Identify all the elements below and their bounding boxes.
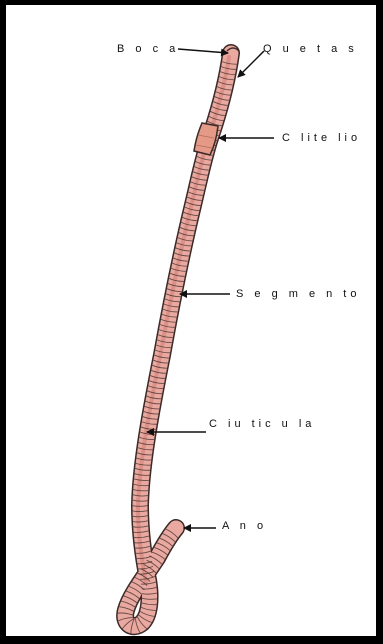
label-ano: A n o bbox=[222, 520, 267, 532]
body-segments bbox=[118, 62, 237, 634]
label-clitelio: C lite lio bbox=[282, 132, 361, 144]
label-segmento: S e g m e n to bbox=[236, 288, 360, 300]
earthworm-diagram bbox=[6, 5, 376, 636]
label-boca: B o c a bbox=[117, 43, 179, 55]
arrow-boca bbox=[178, 49, 228, 53]
label-cuticula: C iu tic u la bbox=[209, 418, 315, 430]
diagram-frame: B o c a Q u e t a s C lite lio S e g m e… bbox=[6, 5, 376, 636]
arrow-quetas bbox=[238, 51, 264, 77]
label-quetas: Q u e t a s bbox=[263, 43, 358, 55]
